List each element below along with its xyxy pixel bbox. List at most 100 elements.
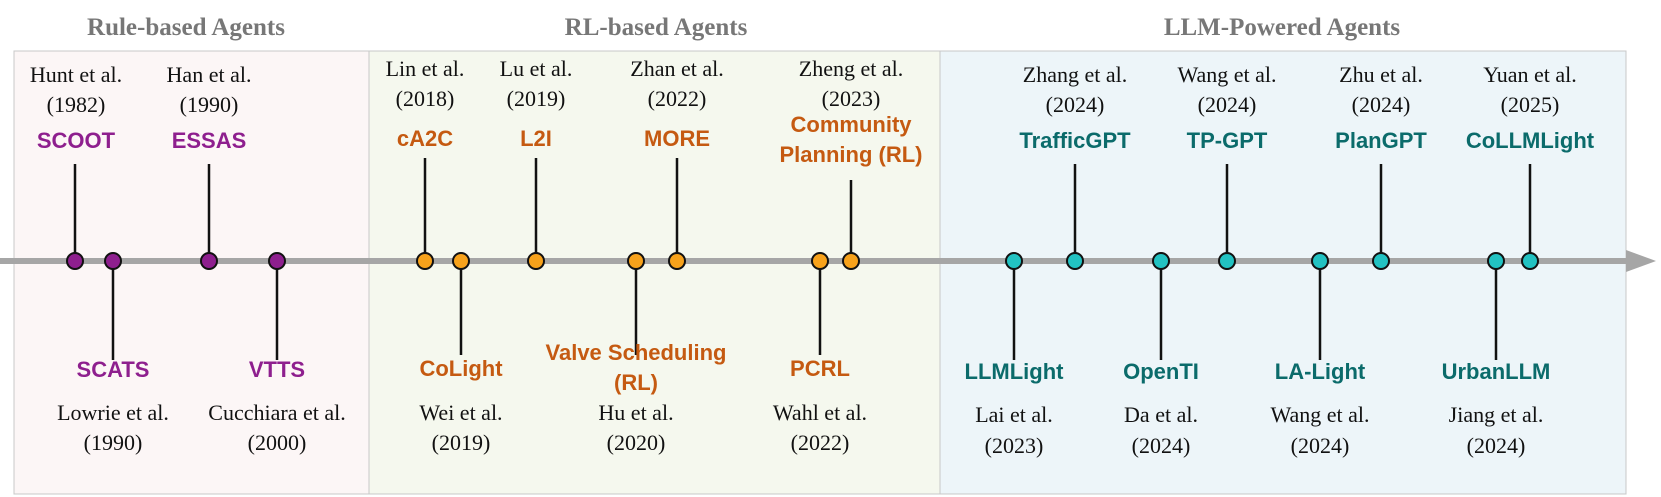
event-marker [1005,252,1023,270]
timeline-event: Valve Scheduling (RL) Hu et al. (2020) [546,252,727,455]
event-marker [668,252,686,270]
event-method-label: VTTS [249,357,305,382]
event-author: Wei et al. [419,400,502,425]
event-method-label: PlanGPT [1335,128,1427,153]
event-method-label: L2I [520,126,552,151]
event-method-label: Valve Scheduling [546,340,727,365]
section-panel-rule [13,50,370,495]
section-title-rule: Rule-based Agents [87,14,285,41]
event-marker [200,252,218,270]
event-marker [104,252,122,270]
event-year: (2024) [1291,433,1350,458]
event-marker [66,252,84,270]
event-year: (2020) [607,430,666,455]
event-author: Hu et al. [598,400,673,425]
event-method-label: UrbanLLM [1442,359,1551,384]
event-year: (2023) [822,86,881,111]
event-method-label: TP-GPT [1187,128,1268,153]
event-marker [1311,252,1329,270]
event-marker [416,252,434,270]
event-method-label: SCOOT [37,128,116,153]
event-marker [842,252,860,270]
event-author: Han et al. [167,62,252,87]
event-year: (2024) [1046,92,1105,117]
event-author: Wang et al. [1177,62,1276,87]
event-author: Cucchiara et al. [208,400,345,425]
event-method-label: ESSAS [172,128,247,153]
section-panel-llm [939,50,1627,495]
event-marker [1066,252,1084,270]
event-year: (1990) [84,430,143,455]
event-year: (2018) [396,86,455,111]
event-method-label: Community [791,112,913,137]
event-year: (2024) [1132,433,1191,458]
event-method-label: SCATS [77,357,150,382]
timeline-event: TrafficGPT Zhang et al. (2024) [1019,62,1131,270]
event-marker [1521,252,1539,270]
event-year: (2023) [985,433,1044,458]
timeline-event: cA2C Lin et al. (2018) [386,56,465,270]
timeline-event: SCOOT Hunt et al. (1982) [30,62,122,270]
event-year: (2019) [507,86,566,111]
event-author: Zheng et al. [799,56,903,81]
timeline-event: OpenTI Da et al. (2024) [1123,252,1199,458]
event-marker [627,252,645,270]
event-author: Zhang et al. [1023,62,1127,87]
event-method-label: CoLLMLight [1466,128,1595,153]
event-method-label: (RL) [614,370,658,395]
event-method-label: LA-Light [1275,359,1366,384]
timeline-event: VTTS Cucchiara et al. (2000) [208,252,346,455]
event-author: Lu et al. [500,56,573,81]
event-marker [1487,252,1505,270]
event-marker [452,252,470,270]
event-marker [1218,252,1236,270]
event-method-label: OpenTI [1123,359,1199,384]
event-year: (2000) [248,430,307,455]
event-method-label: Planning (RL) [780,142,923,167]
event-author: Lai et al. [975,402,1053,427]
event-year: (2024) [1352,92,1411,117]
section-titles: Rule-based Agents RL-based Agents LLM-Powe… [87,14,1400,41]
event-author: Wang et al. [1270,402,1369,427]
section-backgrounds [13,50,1627,495]
event-author: Jiang et al. [1449,402,1544,427]
event-method-label: CoLight [419,356,503,381]
event-method-label: LLMLight [965,359,1065,384]
timeline-event: L2I Lu et al. (2019) [500,56,573,270]
event-author: Yuan et al. [1483,62,1576,87]
event-method-label: cA2C [397,126,453,151]
event-method-label: PCRL [790,356,850,381]
event-year: (1990) [180,92,239,117]
event-author: Wahl et al. [773,400,867,425]
event-marker [268,252,286,270]
event-marker [1372,252,1390,270]
section-panel-rl [368,50,941,495]
timeline-event: ESSAS Han et al. (1990) [167,62,252,270]
section-title-llm: LLM-Powered Agents [1164,14,1401,41]
event-marker [811,252,829,270]
section-title-rl: RL-based Agents [565,14,748,41]
event-author: Da et al. [1124,402,1198,427]
timeline-arrowhead [1626,250,1656,272]
event-year: (1982) [47,92,106,117]
event-year: (2024) [1198,92,1257,117]
event-marker [527,252,545,270]
event-marker [1152,252,1170,270]
event-author: Lin et al. [386,56,465,81]
event-method-label: TrafficGPT [1019,128,1131,153]
event-author: Hunt et al. [30,62,122,87]
event-year: (2022) [648,86,707,111]
event-author: Zhan et al. [630,56,723,81]
